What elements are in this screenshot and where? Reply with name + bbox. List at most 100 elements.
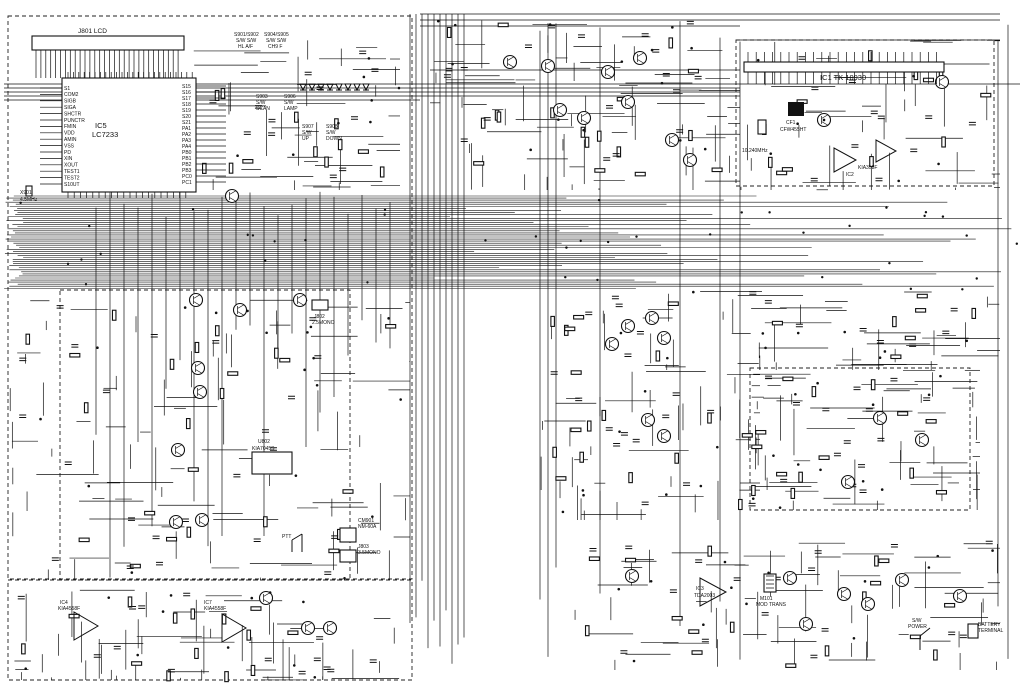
junction-dot <box>843 330 847 334</box>
resistor <box>246 629 252 641</box>
resistor <box>379 166 385 178</box>
junction-dot <box>369 120 372 124</box>
junction-dot <box>88 224 91 228</box>
resistor <box>21 643 26 655</box>
resistor <box>741 433 753 438</box>
resistor <box>497 22 509 28</box>
junction-dot <box>383 213 386 216</box>
resistor <box>824 645 830 657</box>
junction-dot <box>730 586 733 590</box>
resistor <box>707 545 713 557</box>
resistor <box>655 350 661 362</box>
switch-s904-ref: S904/S905 <box>264 32 289 38</box>
transistor-leads <box>919 434 926 446</box>
resistor <box>691 650 703 655</box>
capacitor <box>254 105 262 109</box>
mcu-pin-label-right: PC0 <box>182 174 192 180</box>
capacitor <box>910 148 918 153</box>
mcu-pin-label-left: TEST2 <box>64 175 80 181</box>
diode <box>335 83 343 92</box>
resistor <box>228 162 234 174</box>
resistor <box>892 316 897 328</box>
resistor <box>925 419 937 424</box>
resistor <box>187 467 199 472</box>
capacitor <box>694 75 702 80</box>
transistor <box>552 102 568 118</box>
junction-dot <box>564 276 567 279</box>
junction-dot <box>136 653 140 657</box>
junction-dot <box>660 81 664 85</box>
junction-dot <box>306 331 309 334</box>
resistor <box>668 37 674 49</box>
junction-dot <box>529 148 532 152</box>
resistor <box>785 663 797 668</box>
mcu-ic5: IC5 LC7233 S1COM2SIGBSIGASHCTRPUNCTRFMIN… <box>40 72 226 198</box>
junction-dot <box>268 591 272 594</box>
capacitor <box>615 303 623 308</box>
capacitor <box>443 74 451 78</box>
resistor <box>573 314 585 320</box>
crystal-x1 <box>757 119 767 135</box>
capacitor <box>925 115 933 119</box>
junction-dot <box>852 637 856 640</box>
junction-dot <box>1015 242 1019 245</box>
junction-dot <box>666 356 669 360</box>
transistor <box>168 514 184 530</box>
resistor <box>767 156 773 168</box>
junction-dot <box>632 659 636 663</box>
capacitor <box>890 544 898 548</box>
junction-dot <box>723 560 727 564</box>
capacitor <box>686 20 694 25</box>
capacitor <box>676 129 684 133</box>
junction-dot <box>897 179 900 183</box>
capacitor <box>748 502 756 507</box>
junction-dot <box>796 331 800 335</box>
j803-ref: J803 <box>358 544 369 550</box>
junction-dot <box>263 259 267 262</box>
capacitor <box>632 438 640 443</box>
transistor-leads <box>865 598 872 610</box>
resistor <box>250 664 256 677</box>
capacitor <box>329 174 337 179</box>
junction-dot <box>161 610 165 613</box>
mcu-pin-label-right: PB1 <box>182 156 192 162</box>
transistor <box>872 410 888 426</box>
ic7-opamp: IC7 KIA4558F <box>204 600 247 643</box>
mcu-pin-label-right: PB2 <box>182 162 192 168</box>
transistor <box>540 58 556 74</box>
junction-dot <box>965 339 969 343</box>
junction-dot <box>484 239 487 242</box>
resistor <box>616 146 622 158</box>
resistor <box>25 333 31 345</box>
resistor <box>144 510 156 516</box>
junction-dot <box>617 587 621 591</box>
resistor <box>890 354 902 360</box>
junction-dot <box>96 346 99 350</box>
resistor <box>220 88 226 100</box>
capacitor <box>948 631 956 636</box>
junction-dot <box>302 600 305 604</box>
transistor-leads <box>305 622 312 634</box>
capacitor <box>524 44 532 48</box>
resistor <box>634 171 646 177</box>
capacitor <box>780 478 788 483</box>
junction-dot <box>606 240 610 244</box>
capacitor <box>209 99 217 104</box>
diode <box>326 83 334 92</box>
capacitor <box>673 89 681 93</box>
capacitor <box>327 668 335 673</box>
transistor-leads <box>669 134 676 146</box>
capacitor <box>483 117 491 121</box>
capacitor <box>243 131 251 135</box>
capacitor <box>550 371 558 375</box>
resistor <box>194 647 199 659</box>
capacitor <box>612 153 620 157</box>
transistor-leads <box>645 414 652 426</box>
diode <box>353 83 361 92</box>
capacitor <box>102 389 110 394</box>
capacitor <box>575 397 583 402</box>
resistor <box>473 161 485 166</box>
capacitor <box>795 323 803 328</box>
resistor <box>916 293 928 299</box>
junction-dot <box>273 240 276 243</box>
